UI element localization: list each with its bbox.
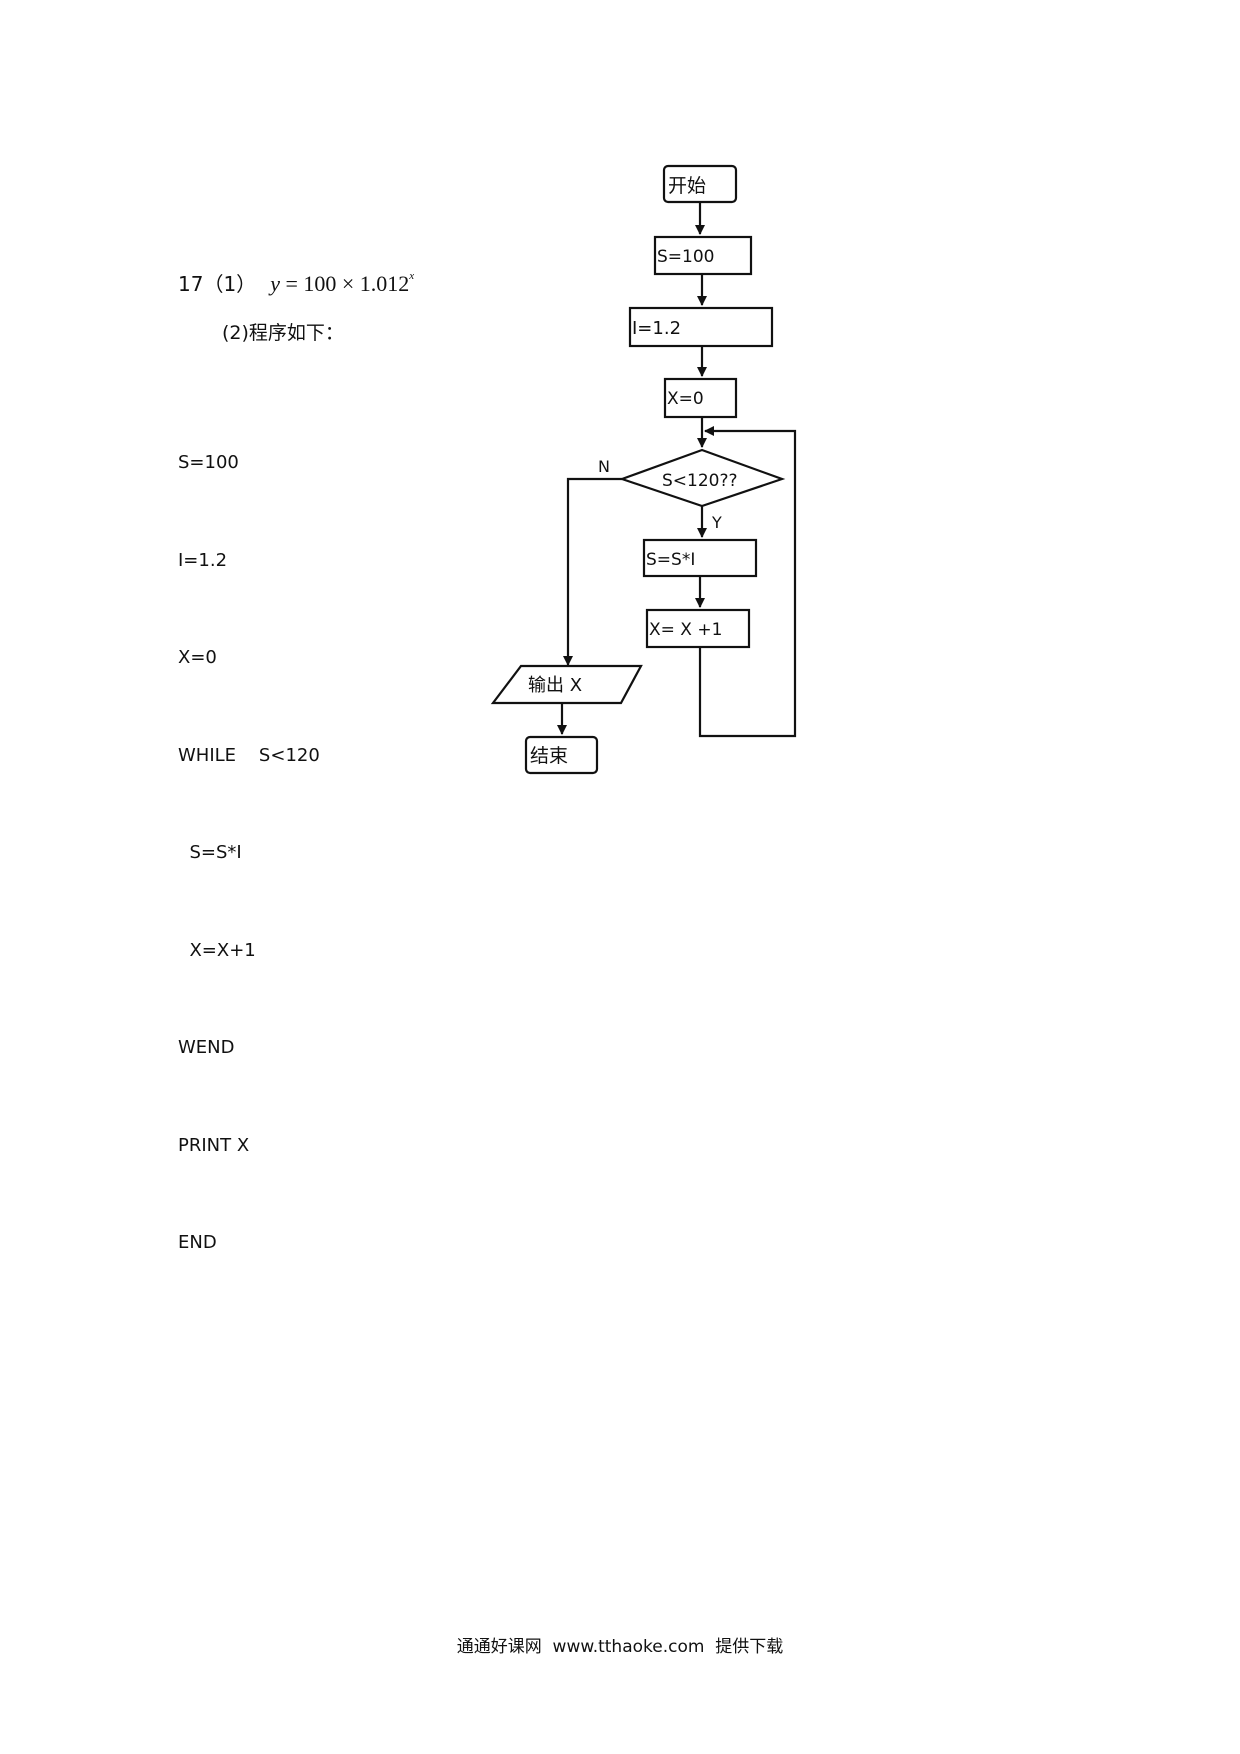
question-number: 17（1）	[178, 272, 257, 296]
flow-start-text: 开始	[668, 175, 706, 197]
program-line: S=100	[178, 452, 239, 473]
program-line: WHILE S<120	[178, 744, 320, 766]
flow-arrow-no	[563, 477, 622, 666]
program-code: S=100 I=1.2 X=0 WHILE S<120 S=S*I X=X+1 …	[178, 382, 320, 1292]
flow-end-text: 结束	[530, 745, 568, 767]
program-line: I=1.2	[178, 549, 228, 571]
flow-condition-text: S<120??	[662, 471, 738, 491]
flow-x-init-text: X=0	[667, 389, 704, 409]
flow-update-s-text: S=S*I	[646, 550, 695, 570]
flow-update-x-box	[645, 608, 751, 649]
program-line: WEND	[178, 1037, 235, 1058]
flow-i-init-text: I=1.2	[632, 318, 681, 339]
program-line: S=S*I	[178, 842, 242, 863]
flowchart: 开始 S=100 I=1.2 X=0 S<120?? N Y S=S*I X= …	[490, 164, 797, 775]
footer-text: 通通好课网 www.tthaoke.com 提供下载	[456, 1637, 784, 1657]
formula-equals: =	[279, 271, 304, 296]
flow-yes-label: Y	[711, 513, 722, 532]
question-title: 17（1） y = 100 × 1.012x	[178, 268, 414, 297]
part2-label: (2)程序如下：	[222, 322, 344, 344]
flow-update-x-text: X= X +1	[649, 620, 722, 640]
flow-x-init-box	[663, 377, 738, 419]
program-line: PRINT X	[178, 1134, 250, 1156]
flow-output-parallelogram	[490, 664, 643, 705]
flow-s-init-text: S=100	[657, 247, 714, 267]
flow-condition-diamond	[618, 448, 786, 508]
formula-rhs: 100 × 1.012	[303, 271, 410, 296]
formula: y = 100 × 1.012x	[270, 270, 415, 296]
flow-output-text: 输出 X	[528, 675, 582, 696]
flow-no-label: N	[598, 457, 610, 476]
program-line: END	[178, 1232, 217, 1253]
flow-loop-back-arrow	[698, 426, 797, 738]
flow-end-box	[524, 735, 599, 775]
formula-lhs: y	[270, 271, 280, 296]
formula-exponent: x	[409, 270, 415, 282]
program-line: X=X+1	[178, 939, 256, 961]
program-line: X=0	[178, 647, 217, 668]
